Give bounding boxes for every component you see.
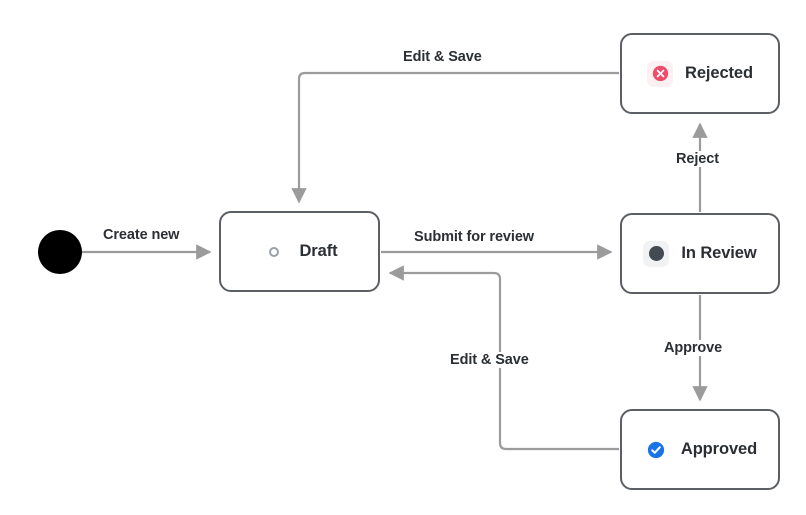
x-circle-icon (647, 60, 673, 87)
state-label-rejected: Rejected (685, 64, 753, 82)
start-node[interactable] (38, 230, 82, 274)
edge-label-approve: Approve (661, 340, 726, 356)
check-circle-icon (643, 437, 669, 463)
edge-label-rejected-edit-save: Edit & Save (400, 49, 485, 65)
edge-label-create-new: Create new (103, 227, 180, 243)
state-node-approved[interactable]: Approved (620, 409, 780, 490)
state-label-draft: Draft (299, 242, 338, 260)
edge-label-approved-edit-save: Edit & Save (447, 352, 532, 368)
edge-label-reject: Reject (673, 151, 722, 167)
state-node-in-review[interactable]: In Review (620, 213, 780, 294)
edge-label-submit-for-review: Submit for review (414, 229, 534, 245)
state-label-in-review: In Review (681, 244, 757, 262)
state-node-rejected[interactable]: Rejected (620, 33, 780, 114)
edge-rejected-edit-save (291, 71, 619, 204)
dot-circle-icon (643, 240, 670, 267)
state-node-draft[interactable]: Draft (219, 211, 380, 292)
circle-outline-icon (261, 239, 287, 265)
state-label-approved: Approved (680, 440, 758, 458)
